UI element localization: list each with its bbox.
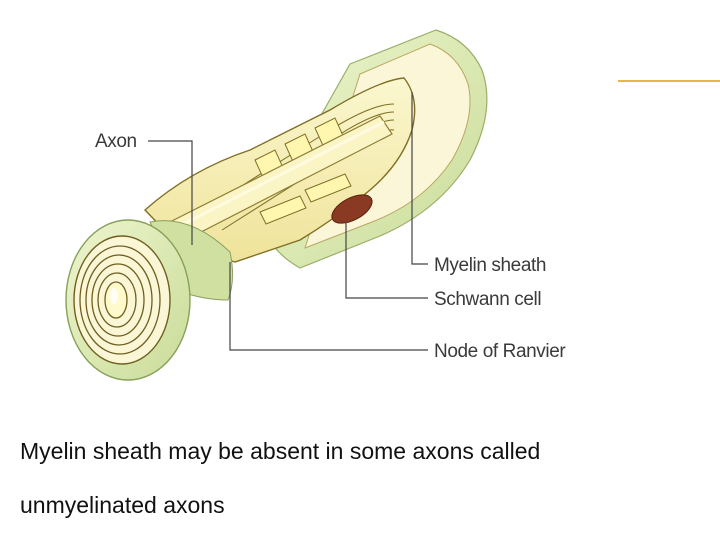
caption-line-1: Myelin sheath may be absent in some axon…	[20, 438, 541, 464]
label-schwann-cell: Schwann cell	[434, 289, 541, 310]
axon-leader	[148, 140, 193, 245]
node-of-ranvier	[149, 220, 234, 301]
accent-line	[618, 80, 720, 82]
caption: Myelin sheath may be absent in some axon…	[20, 424, 710, 532]
schwann-cell-nucleus	[331, 194, 373, 224]
schwann-cell-leader	[345, 222, 428, 299]
cross-section	[65, 219, 191, 381]
caption-line-2: unmyelinated axons	[20, 492, 225, 518]
label-node-of-ranvier: Node of Ranvier	[434, 341, 566, 362]
label-myelin-sheath: Myelin sheath	[434, 255, 546, 276]
myelinated-axon-diagram: Axon Myelin sheath Schwann cell Node of …	[65, 29, 567, 381]
label-axon: Axon	[95, 131, 137, 152]
myelin-sheath-leader	[411, 92, 428, 265]
leader-lines	[148, 92, 428, 351]
node-of-ranvier-leader	[229, 262, 428, 351]
